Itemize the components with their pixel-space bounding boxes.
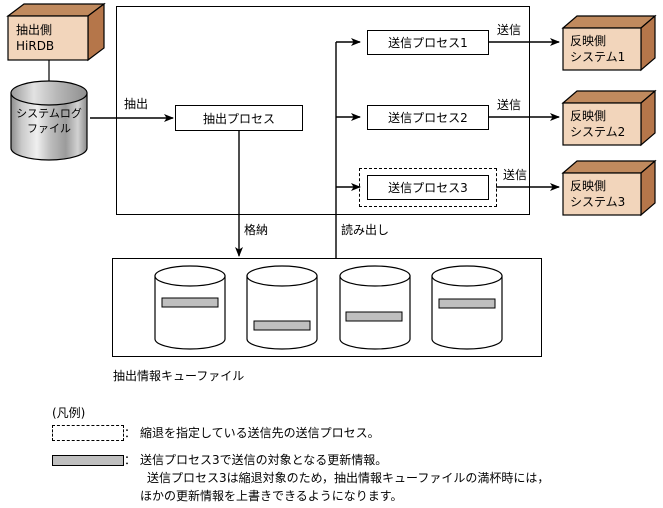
- send-3-arrow-label: 送信: [503, 168, 528, 182]
- queue-file-caption: 抽出情報キューファイル: [113, 369, 245, 383]
- hirdb-label-line1: 抽出側: [16, 23, 53, 37]
- system-log-file-cylinder: システムログ ファイル: [11, 107, 87, 137]
- send-2-arrow-label: 送信: [497, 98, 522, 112]
- legend-dashed-swatch: [52, 425, 124, 441]
- extract-arrow-label: 抽出: [124, 97, 149, 111]
- log-file-label-line1: システムログ: [16, 107, 82, 120]
- extraction-side-container: [116, 6, 530, 215]
- target-system-3-line1: 反映側: [570, 179, 607, 193]
- send-process-2-label: 送信プロセス2: [388, 111, 468, 125]
- send-process-3-label: 送信プロセス3: [388, 181, 468, 195]
- target-system-1-line1: 反映側: [570, 34, 607, 48]
- send-process-1-label: 送信プロセス1: [388, 36, 468, 50]
- log-file-label-line2: ファイル: [27, 121, 71, 135]
- send-1-arrow-label: 送信: [497, 23, 522, 37]
- readout-label: 読み出し: [341, 223, 390, 237]
- hirdb-label-line2: HiRDB: [16, 39, 55, 54]
- send-process-1-box[interactable]: 送信プロセス1: [367, 30, 489, 55]
- legend-entry-2-separator: ：: [124, 453, 137, 467]
- target-system-2-line2: システム2: [570, 125, 626, 140]
- legend-title: (凡例): [52, 406, 86, 420]
- legend-entry-1-separator: ：: [124, 426, 137, 440]
- send-process-3-degenerate-outline: [359, 168, 497, 207]
- send-process-2-box[interactable]: 送信プロセス2: [367, 105, 489, 130]
- legend-entry-2-line-1: 送信プロセス3で送信の対象となる更新情報。: [140, 453, 388, 467]
- legend-entry-2-line-2: 送信プロセス3は縮退対象のため，抽出情報キューファイルの満杯時には，: [147, 471, 550, 485]
- extraction-process-label: 抽出プロセス: [202, 111, 275, 126]
- target-system-3-line2: システム3: [570, 195, 626, 210]
- extraction-process-box[interactable]: 抽出プロセス: [175, 105, 303, 131]
- legend-entry-1-text: 縮退を指定している送信先の送信プロセス。: [140, 426, 380, 440]
- target-system-2-box: 反映側 システム2: [570, 108, 642, 140]
- legend-bar-swatch: [52, 455, 124, 466]
- target-system-3-box: 反映側 システム3: [570, 178, 642, 210]
- target-system-1-box: 反映側 システム1: [570, 33, 642, 65]
- send-process-3-box[interactable]: 送信プロセス3: [367, 175, 489, 200]
- queue-file-container: [112, 258, 542, 357]
- store-arrow-label: 格納: [244, 223, 269, 237]
- extraction-side-hirdb-box: 抽出側 HiRDB: [16, 22, 90, 54]
- target-system-2-line1: 反映側: [570, 109, 607, 123]
- legend-entry-2-line-3: ほかの更新情報を上書きできるようになります。: [140, 489, 403, 503]
- target-system-1-line2: システム1: [570, 50, 626, 65]
